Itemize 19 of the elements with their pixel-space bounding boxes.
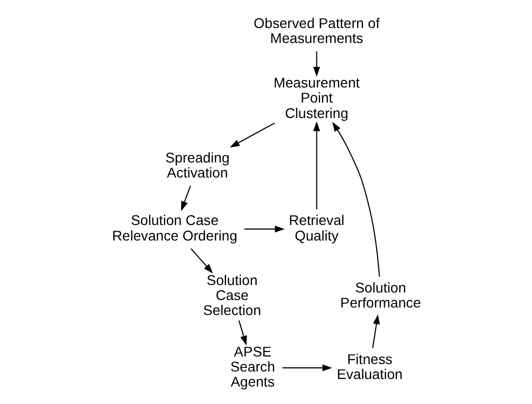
node-text: Retrieval Quality — [288, 212, 344, 244]
node-text: Measurement Point Clustering — [274, 74, 360, 121]
arrow — [238, 320, 247, 346]
node-text: APSE Search Agents — [230, 343, 276, 390]
node-text: Solution Case Relevance Ordering — [112, 212, 238, 244]
arrow — [313, 121, 320, 210]
arrow — [181, 186, 192, 212]
arrow — [190, 248, 213, 274]
node-text: Solution Performance — [340, 279, 421, 311]
arrow — [332, 122, 380, 277]
arrow — [244, 226, 285, 233]
node-text: Solution Case Selection — [203, 272, 262, 318]
node-text: Fitness Evaluation — [336, 350, 403, 382]
arrow — [372, 314, 380, 348]
arrow — [313, 51, 320, 77]
arrow — [230, 122, 275, 148]
arrow — [282, 364, 332, 372]
node-text: Observed Pattern of Measurements — [254, 14, 380, 46]
node-text: Spreading Activation — [165, 149, 230, 181]
